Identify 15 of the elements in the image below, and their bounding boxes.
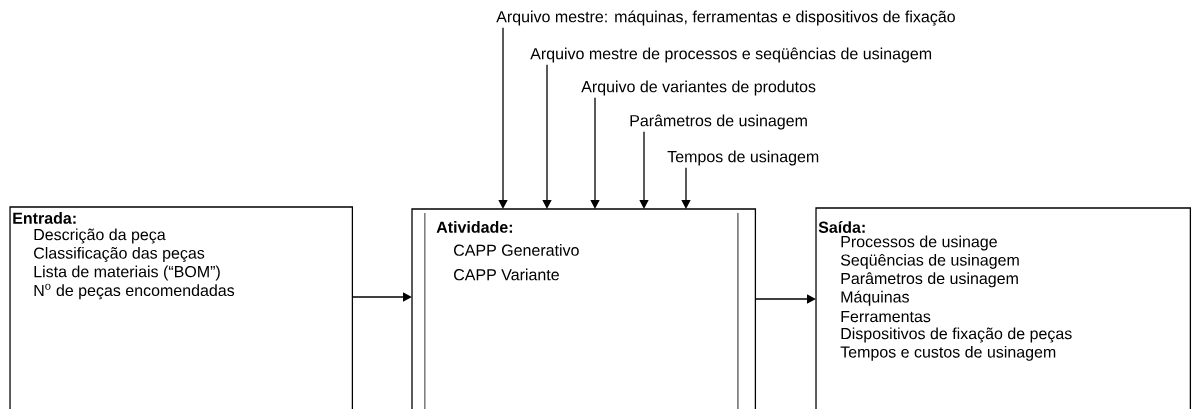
input-label: Arquivo de variantes de produtos <box>581 80 816 96</box>
arrow <box>681 167 691 209</box>
arrow <box>498 27 508 209</box>
arrow <box>351 292 412 302</box>
arrow <box>542 64 552 209</box>
arrow <box>754 294 816 304</box>
input-label: Parâmetros de usinagem <box>630 114 807 130</box>
text-box: Entrada: Descrição da peça Classificação das peças Lista de materiais (“BOM”) N$^{o}$ de peças encomendadas <box>9 206 354 409</box>
input-label: Tempos de usinagem <box>667 150 819 166</box>
input-label: Arquivo mestre de processos e seqüências de usinagem <box>530 47 932 63</box>
arrow <box>639 131 649 209</box>
text-box: Saída: Processos de usinage Seqüências de usinagem Parâmetros de usinagem Máquinas Ferramentas Dispositivos de fixação de peças Tempos e custos de usinagem <box>815 207 1192 409</box>
input-label: Arquivo mestre: máquinas, ferramentas e dispositivos de fixação <box>496 10 955 26</box>
text-box: Atividade: CAPP Generativo CAPP Variante <box>411 208 757 409</box>
arrow <box>590 97 600 209</box>
